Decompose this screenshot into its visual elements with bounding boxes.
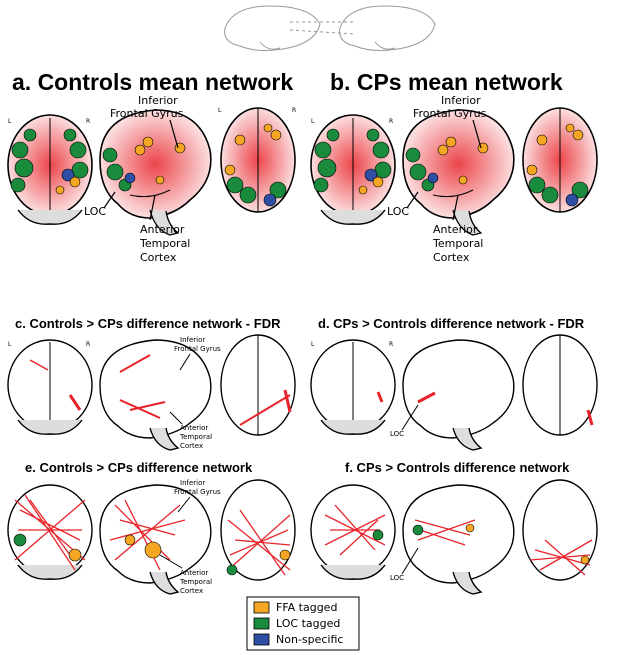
panel-b-network: L R Inferior Frontal Gyrus LOC Anterior … <box>310 94 598 264</box>
panel-c-ifg-label-line1: Inferior <box>180 336 205 344</box>
panel-f-loc-label: LOC <box>390 574 404 582</box>
panel-b-title: b. CPs mean network <box>330 69 563 95</box>
panel-d-title: d. CPs > Controls difference network - F… <box>318 316 585 331</box>
legend-swatch-nonspecific <box>253 633 270 646</box>
panel-c-atc-label-line2: Temporal <box>179 433 212 441</box>
panel-b-sagittal-brain <box>402 109 515 236</box>
panel-b-atc-label-line2: Temporal <box>432 237 483 250</box>
panel-b-atc-label-line1: Anterior <box>433 223 478 236</box>
panel-a-atc-pointer <box>149 194 156 221</box>
panel-a-axial-brain <box>220 107 296 213</box>
panel-c-atc-label-line1: Anterior <box>180 424 208 432</box>
panel-c-r-label: R <box>86 341 90 348</box>
panel-e-ifg-label-line1: Inferior <box>180 479 205 487</box>
panel-d-loc-pointer <box>401 404 419 431</box>
panel-f-network <box>310 479 598 595</box>
panel-e-atc-label-line3: Cortex <box>180 587 203 595</box>
panel-a-ifg-label-line1: Inferior <box>138 94 178 107</box>
panel-e-title: e. Controls > CPs difference network <box>25 460 253 475</box>
panel-d-network <box>310 334 598 451</box>
panel-a-axial-nodes <box>224 123 287 207</box>
panel-d-l-label: L <box>311 341 315 348</box>
panel-b-axial-nodes <box>526 123 589 207</box>
panel-c-atc-pointer <box>169 411 183 425</box>
panel-a-sagittal-nodes <box>102 136 186 192</box>
panel-c-ifg-pointer <box>179 353 191 371</box>
panel-b-r-label: R <box>389 118 393 125</box>
panel-d-loc-label: LOC <box>390 430 404 438</box>
panel-e-atc-pointer <box>159 554 183 569</box>
legend-label-ffa: FFA tagged <box>276 601 337 614</box>
panel-c-ifg-label-line2: Frontal Gyrus <box>174 345 221 353</box>
panel-a-loc-label: LOC <box>84 205 106 218</box>
panel-e-ifg-label-line2: Frontal Gyrus <box>174 488 221 496</box>
panel-f-loc-pointer <box>401 547 419 575</box>
panel-c-network <box>7 334 296 451</box>
panel-e-atc-label-line1: Anterior <box>180 569 208 577</box>
panel-a-atc-label-line3: Cortex <box>140 251 177 264</box>
legend: FFA tagged LOC tagged Non-specific <box>246 596 360 651</box>
panel-b-ifg-label-line2: Frontal Gyrus <box>413 107 487 120</box>
panel-a-ifg-label-line2: Frontal Gyrus <box>110 107 184 120</box>
panel-e-ifg-pointer <box>177 496 191 513</box>
panel-c-l-label: L <box>8 341 12 348</box>
panel-a-ifg-pointer <box>169 119 179 149</box>
panel-a-title: a. Controls mean network <box>12 69 293 95</box>
top-brain-illustration <box>224 5 436 51</box>
panel-f-title: f. CPs > Controls difference network <box>345 460 570 475</box>
panel-d-r-label: R <box>389 341 393 348</box>
panel-b-loc-pointer <box>406 191 419 209</box>
panel-a-r-label: R <box>86 118 90 125</box>
panel-b-sagittal-nodes <box>405 136 489 192</box>
panel-b-axial-brain <box>522 107 598 213</box>
panel-a-l-label: L <box>8 118 12 125</box>
panel-a-atc-label-line2: Temporal <box>139 237 190 250</box>
panel-b-l-label: L <box>311 118 315 125</box>
panel-a-axial-r-label: R <box>292 107 296 114</box>
panel-b-atc-pointer <box>452 194 459 221</box>
legend-label-loc: LOC tagged <box>276 617 340 630</box>
panel-a-loc-pointer <box>103 191 116 209</box>
legend-label-nonspecific: Non-specific <box>276 633 343 646</box>
panel-a-sagittal-brain <box>99 109 212 236</box>
panel-b-loc-label: LOC <box>387 205 409 218</box>
panel-a-network: L R Inferior Frontal Gyrus LOC Anterior … <box>7 94 296 264</box>
panel-b-coronal-nodes <box>313 128 392 195</box>
panel-e-atc-label-line2: Temporal <box>179 578 212 586</box>
panel-b-ifg-label-line1: Inferior <box>441 94 481 107</box>
panel-a-axial-l-label: L <box>218 107 222 114</box>
panel-a-coronal-nodes <box>10 128 89 195</box>
panel-b-ifg-pointer <box>472 119 482 149</box>
panel-b-atc-label-line3: Cortex <box>433 251 470 264</box>
panel-c-atc-label-line3: Cortex <box>180 442 203 450</box>
legend-swatch-ffa <box>253 601 270 614</box>
panel-a-atc-label-line1: Anterior <box>140 223 185 236</box>
panel-c-title: c. Controls > CPs difference network - F… <box>15 316 281 331</box>
panel-e-network <box>7 479 296 595</box>
legend-swatch-loc <box>253 617 270 630</box>
